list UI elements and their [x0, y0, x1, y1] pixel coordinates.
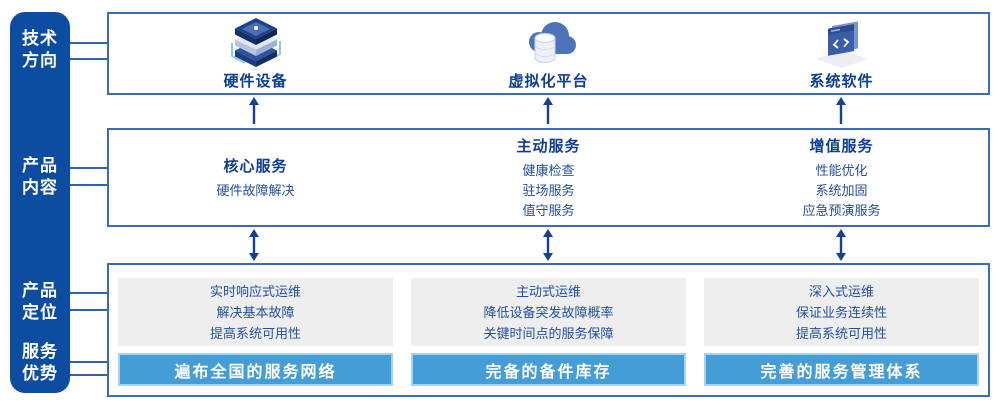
- tech-direction-row: 硬件设备 虚拟化平台: [107, 12, 990, 95]
- position-description-box: 实时响应式运维 解决基本故障 提高系统可用性: [118, 278, 393, 346]
- content-column-proactive-service: 主动服务 健康检查 驻场服务 值守服务: [402, 130, 695, 225]
- position-column-proactive: 主动式运维 降低设备突发故障概率 关键时间点的服务保障 完备的备件库存: [411, 278, 686, 387]
- tech-label-hardware: 硬件设备: [223, 73, 288, 90]
- content-line: 硬件故障解决: [216, 182, 295, 198]
- content-line: 性能优化: [815, 162, 868, 178]
- position-line: 解决基本故障: [216, 304, 295, 320]
- content-line: 驻场服务: [522, 182, 575, 198]
- connector-line: [68, 184, 109, 186]
- tech-label-virtualization: 虚拟化平台: [508, 73, 589, 90]
- advantage-banner-spare-parts: 完备的备件库存: [411, 353, 686, 386]
- connector-line: [68, 167, 109, 169]
- position-description-box: 主动式运维 降低设备突发故障概率 关键时间点的服务保障: [411, 278, 686, 346]
- content-heading: 核心服务: [223, 157, 288, 175]
- connector-line: [68, 42, 109, 44]
- category-sidebar: 技术 方向 产品 内容 产品 定位 服务 优势: [10, 12, 70, 393]
- position-column-realtime: 实时响应式运维 解决基本故障 提高系统可用性 遍布全国的服务网络: [118, 278, 393, 387]
- advantage-banner-service-network: 遍布全国的服务网络: [118, 353, 393, 386]
- arrow-up-icon: [540, 97, 556, 129]
- sidebar-label-product-content: 产品 内容: [22, 156, 58, 197]
- tech-column-hardware: 硬件设备: [109, 14, 402, 93]
- position-line: 保证业务连续性: [795, 304, 887, 320]
- connector-line: [68, 361, 109, 363]
- connector-line: [68, 292, 109, 294]
- product-position-row: 实时响应式运维 解决基本故障 提高系统可用性 遍布全国的服务网络 主动式运维 降…: [107, 263, 990, 397]
- content-line: 健康检查: [522, 162, 575, 178]
- arrow-up-icon: [246, 97, 262, 129]
- position-line: 提高系统可用性: [209, 325, 301, 341]
- arrow-up-down-icon: [246, 229, 262, 266]
- position-description-box: 深入式运维 保证业务连续性 提高系统可用性: [704, 278, 979, 346]
- content-line: 系统加固: [815, 182, 868, 198]
- arrow-up-icon: [833, 97, 849, 129]
- tech-column-software: 系统软件: [695, 14, 988, 93]
- content-heading: 增值服务: [809, 137, 874, 155]
- arrow-up-down-icon: [833, 229, 849, 266]
- position-line: 提高系统可用性: [795, 325, 887, 341]
- content-heading: 主动服务: [516, 137, 581, 155]
- product-content-row: 核心服务 硬件故障解决 主动服务 健康检查 驻场服务 值守服务 增值服务 性能优…: [107, 128, 990, 227]
- content-column-core-service: 核心服务 硬件故障解决: [109, 130, 402, 225]
- position-line: 主动式运维: [515, 283, 581, 299]
- advantage-banner-management-system: 完善的服务管理体系: [704, 353, 979, 386]
- position-column-indepth: 深入式运维 保证业务连续性 提高系统可用性 完善的服务管理体系: [704, 278, 979, 387]
- sidebar-label-product-position: 产品 定位: [22, 281, 58, 322]
- sidebar-label-tech-direction: 技术 方向: [22, 29, 58, 70]
- server-stack-icon: [224, 16, 288, 68]
- arrow-up-down-icon: [540, 229, 556, 266]
- connector-line: [68, 374, 109, 376]
- content-line: 值守服务: [522, 202, 575, 218]
- sidebar-label-service-advantage: 服务 优势: [22, 342, 58, 383]
- content-column-value-added-service: 增值服务 性能优化 系统加固 应急预演服务: [695, 130, 988, 225]
- tech-label-software: 系统软件: [809, 73, 874, 90]
- tech-column-virtualization: 虚拟化平台: [402, 14, 695, 93]
- position-line: 深入式运维: [808, 283, 874, 299]
- position-line: 降低设备突发故障概率: [483, 304, 614, 320]
- position-line: 实时响应式运维: [209, 283, 301, 299]
- position-line: 关键时间点的服务保障: [483, 325, 614, 341]
- content-line: 应急预演服务: [802, 202, 881, 218]
- connector-line: [68, 309, 109, 311]
- code-window-icon: [810, 16, 874, 68]
- connector-line: [68, 58, 109, 60]
- cloud-database-icon: [517, 16, 581, 68]
